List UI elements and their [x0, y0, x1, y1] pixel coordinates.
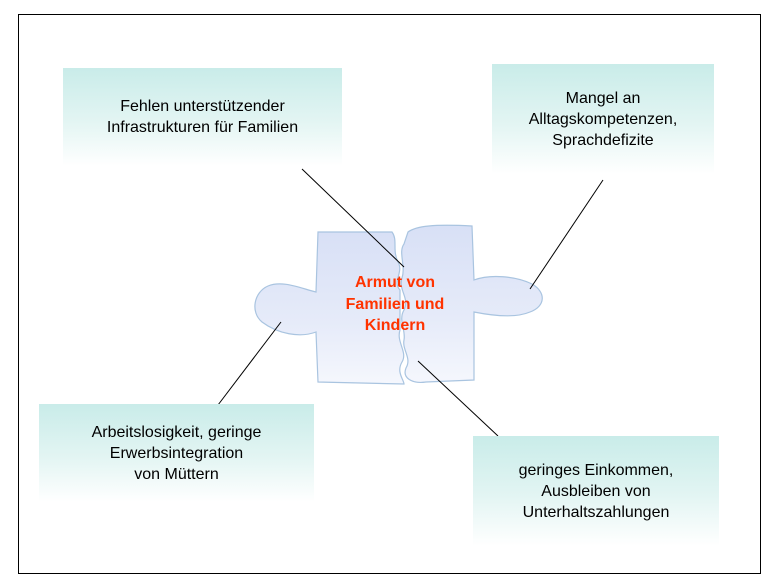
- cause-box-top-right: Mangel an Alltagskompetenzen, Sprachdefi…: [492, 64, 714, 174]
- cause-text-bottom-right: geringes Einkommen, Ausbleiben von Unter…: [518, 461, 674, 521]
- connector-bottom-left: [217, 321, 282, 406]
- cause-box-bottom-right: geringes Einkommen, Ausbleiben von Unter…: [473, 436, 719, 546]
- puzzle-piece-left: [254, 231, 405, 385]
- connector-bottom-right: [417, 360, 499, 437]
- slide-frame: [18, 14, 761, 574]
- connector-top-right: [529, 179, 604, 290]
- cause-text-bottom-left: Arbeitslosigkeit, geringe Erwerbsintegra…: [91, 423, 262, 483]
- connector-top-left: [301, 168, 405, 268]
- cause-box-top-left: Fehlen unterstützender Infrastrukturen f…: [63, 68, 342, 166]
- cause-box-bottom-left: Arbeitslosigkeit, geringe Erwerbsintegra…: [39, 404, 314, 502]
- puzzle-piece-right: [400, 224, 543, 383]
- center-label: Armut von Familien und Kindern: [345, 274, 445, 334]
- cause-text-top-left: Fehlen unterstützender Infrastrukturen f…: [106, 98, 299, 136]
- cause-text-top-right: Mangel an Alltagskompetenzen, Sprachdefi…: [528, 89, 678, 149]
